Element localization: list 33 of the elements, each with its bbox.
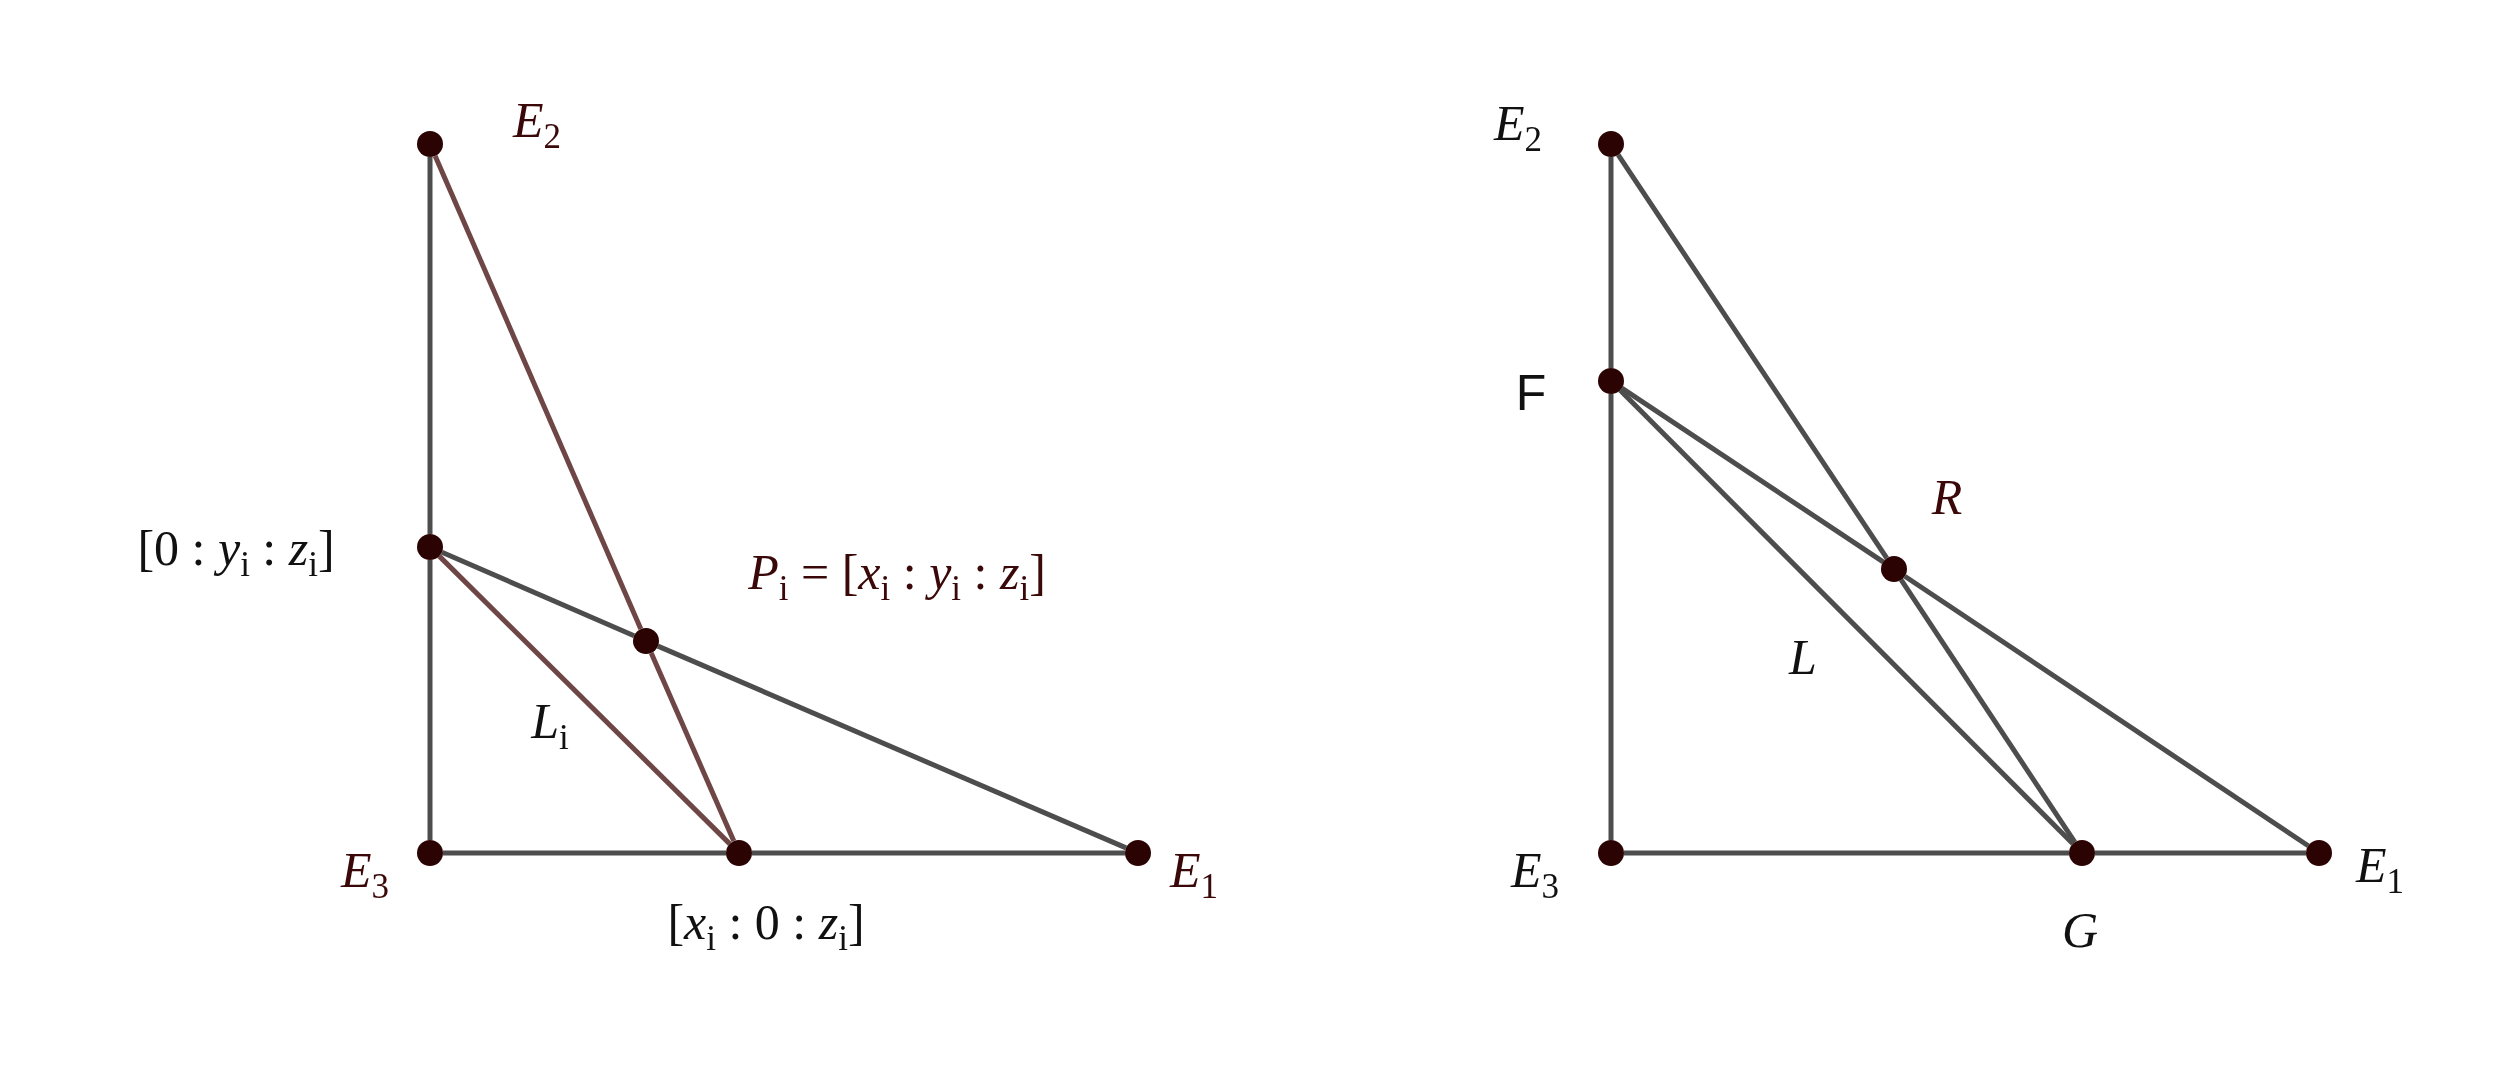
line-segment bbox=[427, 157, 433, 534]
line-segment bbox=[1620, 386, 1885, 564]
line-segment bbox=[443, 850, 726, 856]
line-segment bbox=[1608, 394, 1614, 840]
point-label: R bbox=[1931, 472, 1963, 522]
line-segment bbox=[1899, 578, 2077, 844]
point-dot bbox=[417, 534, 443, 560]
point-dot bbox=[2306, 840, 2332, 866]
point-dot bbox=[417, 131, 443, 157]
point-dot bbox=[726, 840, 752, 866]
line-segment bbox=[1616, 153, 1889, 560]
line-segment bbox=[2095, 850, 2306, 856]
line-segment bbox=[427, 560, 433, 840]
line-segment bbox=[648, 651, 737, 843]
point-dot bbox=[1125, 840, 1151, 866]
point-dot bbox=[417, 840, 443, 866]
line-segment bbox=[656, 643, 1128, 851]
point-label: G bbox=[2061, 905, 2099, 955]
point-dot bbox=[2069, 840, 2095, 866]
line-segment bbox=[752, 850, 1125, 856]
point-dot bbox=[1598, 840, 1624, 866]
line-segment bbox=[1618, 388, 2075, 846]
point-label: F bbox=[1515, 368, 1547, 418]
point-dot bbox=[1881, 556, 1907, 582]
line-segment bbox=[432, 154, 644, 631]
point-dot bbox=[1598, 131, 1624, 157]
line-segment bbox=[440, 549, 636, 639]
point-dot bbox=[633, 628, 659, 654]
line-segment bbox=[1624, 850, 2069, 856]
line-segment bbox=[437, 554, 732, 846]
line-segment bbox=[1608, 157, 1614, 368]
line-segment bbox=[1903, 574, 2310, 848]
point-dot bbox=[1598, 368, 1624, 394]
